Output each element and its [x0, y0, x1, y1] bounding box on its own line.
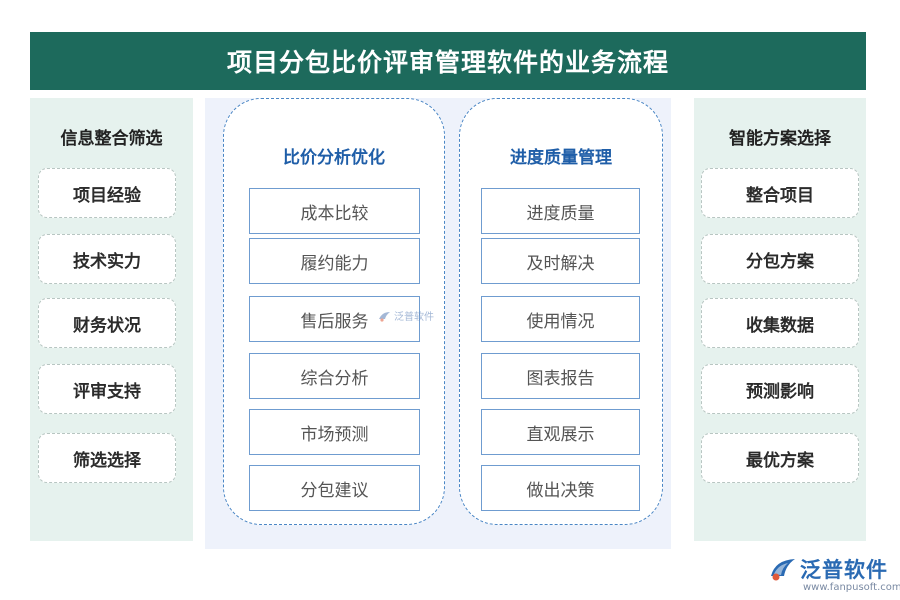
right-item: 预测影响	[701, 364, 859, 414]
brand-logo: 泛普软件 www.fanpusoft.com	[768, 554, 900, 598]
column-item: 直观展示	[481, 409, 640, 455]
column-item: 市场预测	[249, 409, 420, 455]
diagram-header: 项目分包比价评审管理软件的业务流程	[30, 32, 866, 90]
right-item: 收集数据	[701, 298, 859, 348]
left-panel: 信息整合筛选 项目经验 技术实力 财务状况 评审支持 筛选选择	[30, 98, 193, 541]
fanpu-logo-icon	[771, 559, 795, 581]
fanpu-logo-icon	[379, 311, 390, 322]
column-progress-quality: 进度质量管理 进度质量 及时解决 使用情况 图表报告 直观展示 做出决策	[459, 98, 663, 525]
column-title: 进度质量管理	[510, 148, 612, 168]
right-item: 整合项目	[701, 168, 859, 218]
column-item: 综合分析	[249, 353, 420, 399]
column-item: 分包建议	[249, 465, 420, 511]
left-panel-title: 信息整合筛选	[60, 129, 163, 149]
column-item: 做出决策	[481, 465, 640, 511]
column-item: 及时解决	[481, 238, 640, 284]
column-item: 图表报告	[481, 353, 640, 399]
left-item: 筛选选择	[38, 433, 176, 483]
watermark-text: 泛普软件	[394, 312, 434, 323]
left-item: 技术实力	[38, 234, 176, 284]
right-item: 分包方案	[701, 234, 859, 284]
right-item: 最优方案	[701, 433, 859, 483]
column-item: 使用情况	[481, 296, 640, 342]
right-panel: 智能方案选择 整合项目 分包方案 收集数据 预测影响 最优方案	[694, 98, 866, 541]
left-item: 财务状况	[38, 298, 176, 348]
column-title: 比价分析优化	[283, 148, 385, 168]
left-item: 评审支持	[38, 364, 176, 414]
logo-url: www.fanpusoft.com	[803, 582, 900, 593]
center-area: 比价分析优化 成本比较 履约能力 售后服务 综合分析 市场预测 分包建议 进度质…	[205, 98, 671, 549]
column-price-analysis: 比价分析优化 成本比较 履约能力 售后服务 综合分析 市场预测 分包建议	[223, 98, 445, 525]
watermark: 泛普软件	[378, 308, 434, 323]
column-item: 成本比较	[249, 188, 420, 234]
column-item: 售后服务	[249, 296, 420, 342]
diagram-title: 项目分包比价评审管理软件的业务流程	[226, 48, 669, 77]
column-item: 履约能力	[249, 238, 420, 284]
left-item: 项目经验	[38, 168, 176, 218]
right-panel-title: 智能方案选择	[729, 129, 831, 149]
logo-name: 泛普软件	[800, 558, 888, 582]
column-item: 进度质量	[481, 188, 640, 234]
